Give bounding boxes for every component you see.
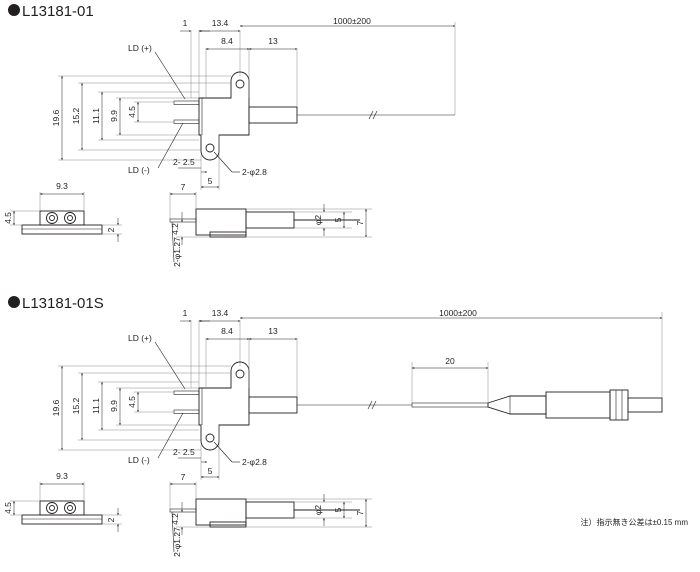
dim-4-5-front: 4.5 <box>3 212 13 224</box>
variant-l13181-01s: L13181-01S 1 13.4 1000±200 8.4 13 20 LD … <box>3 295 663 557</box>
dim-19-6: 19.6 <box>51 399 61 416</box>
dim-9-3: 9.3 <box>56 181 68 191</box>
tolerance-note: 注）指示無き公差は±0.15 mm <box>580 517 688 527</box>
label-ld-minus: LD (-) <box>128 455 150 465</box>
dim-2: 2 <box>106 227 116 232</box>
label-ld-minus: LD (-) <box>128 165 150 175</box>
dim-13-4: 13.4 <box>212 308 229 318</box>
title-bullet-icon <box>8 296 20 308</box>
dim-15-2: 15.2 <box>71 397 81 414</box>
dim-1: 1 <box>183 18 188 28</box>
dim-15-2: 15.2 <box>71 107 81 124</box>
label-ld-plus: LD (+) <box>128 43 152 53</box>
dim-7: 7 <box>181 472 186 482</box>
dim-5: 5 <box>208 466 213 476</box>
dim-5-side: 5 <box>333 507 343 512</box>
dim-13-4: 13.4 <box>212 18 229 28</box>
dim-11-1: 11.1 <box>91 108 101 124</box>
dim-9-9: 9.9 <box>109 110 119 122</box>
dim-2-phi-2-8: 2-φ2.8 <box>242 167 267 177</box>
dim-9-3: 9.3 <box>56 471 68 481</box>
front-and-side-views <box>10 192 372 262</box>
dim-7-side: 7 <box>355 220 365 225</box>
title-bullet-icon <box>8 4 20 16</box>
dim-4-5: 4.5 <box>127 106 137 118</box>
dim-5: 5 <box>208 176 213 186</box>
dim-phi-2: φ2 <box>313 505 323 516</box>
variant-title: L13181-01S <box>22 295 104 312</box>
dim-7: 7 <box>181 182 186 192</box>
dim-1: 1 <box>183 308 188 318</box>
dim-2-2-5: 2- 2.5 <box>173 447 195 457</box>
dim-2-2-5: 2- 2.5 <box>173 157 195 167</box>
dim-phi-2: φ2 <box>313 215 323 226</box>
dim-5-side: 5 <box>333 217 343 222</box>
dim-7-side: 7 <box>355 510 365 515</box>
fc-connector <box>411 389 663 421</box>
dim-20: 20 <box>445 356 455 366</box>
dim-19-6: 19.6 <box>51 109 61 126</box>
dim-2-phi-1-27: 2-φ1.27 <box>172 527 182 557</box>
dim-13: 13 <box>268 36 278 46</box>
dim-8-4: 8.4 <box>221 326 233 336</box>
variant-l13181-01: L13181-01 1 13.4 1000±200 8.4 13 LD (+) … <box>3 3 456 267</box>
dim-9-9: 9.9 <box>109 400 119 412</box>
dim-4-2: 4.2 <box>170 223 180 235</box>
variant-title: L13181-01 <box>22 3 94 20</box>
dim-1000: 1000±200 <box>439 308 477 318</box>
dim-4-5-front: 4.5 <box>3 502 13 514</box>
dim-2: 2 <box>106 517 116 522</box>
front-and-side-views <box>10 482 372 552</box>
dim-2-phi-1-27: 2-φ1.27 <box>172 237 182 267</box>
dim-1000: 1000±200 <box>333 16 371 26</box>
dim-8-4: 8.4 <box>221 36 233 46</box>
label-ld-plus: LD (+) <box>128 333 152 343</box>
dim-4-5: 4.5 <box>127 396 137 408</box>
dim-13: 13 <box>268 326 278 336</box>
dim-2-phi-2-8: 2-φ2.8 <box>242 457 267 467</box>
dim-4-2: 4.2 <box>170 513 180 525</box>
dim-11-1: 11.1 <box>91 398 101 414</box>
